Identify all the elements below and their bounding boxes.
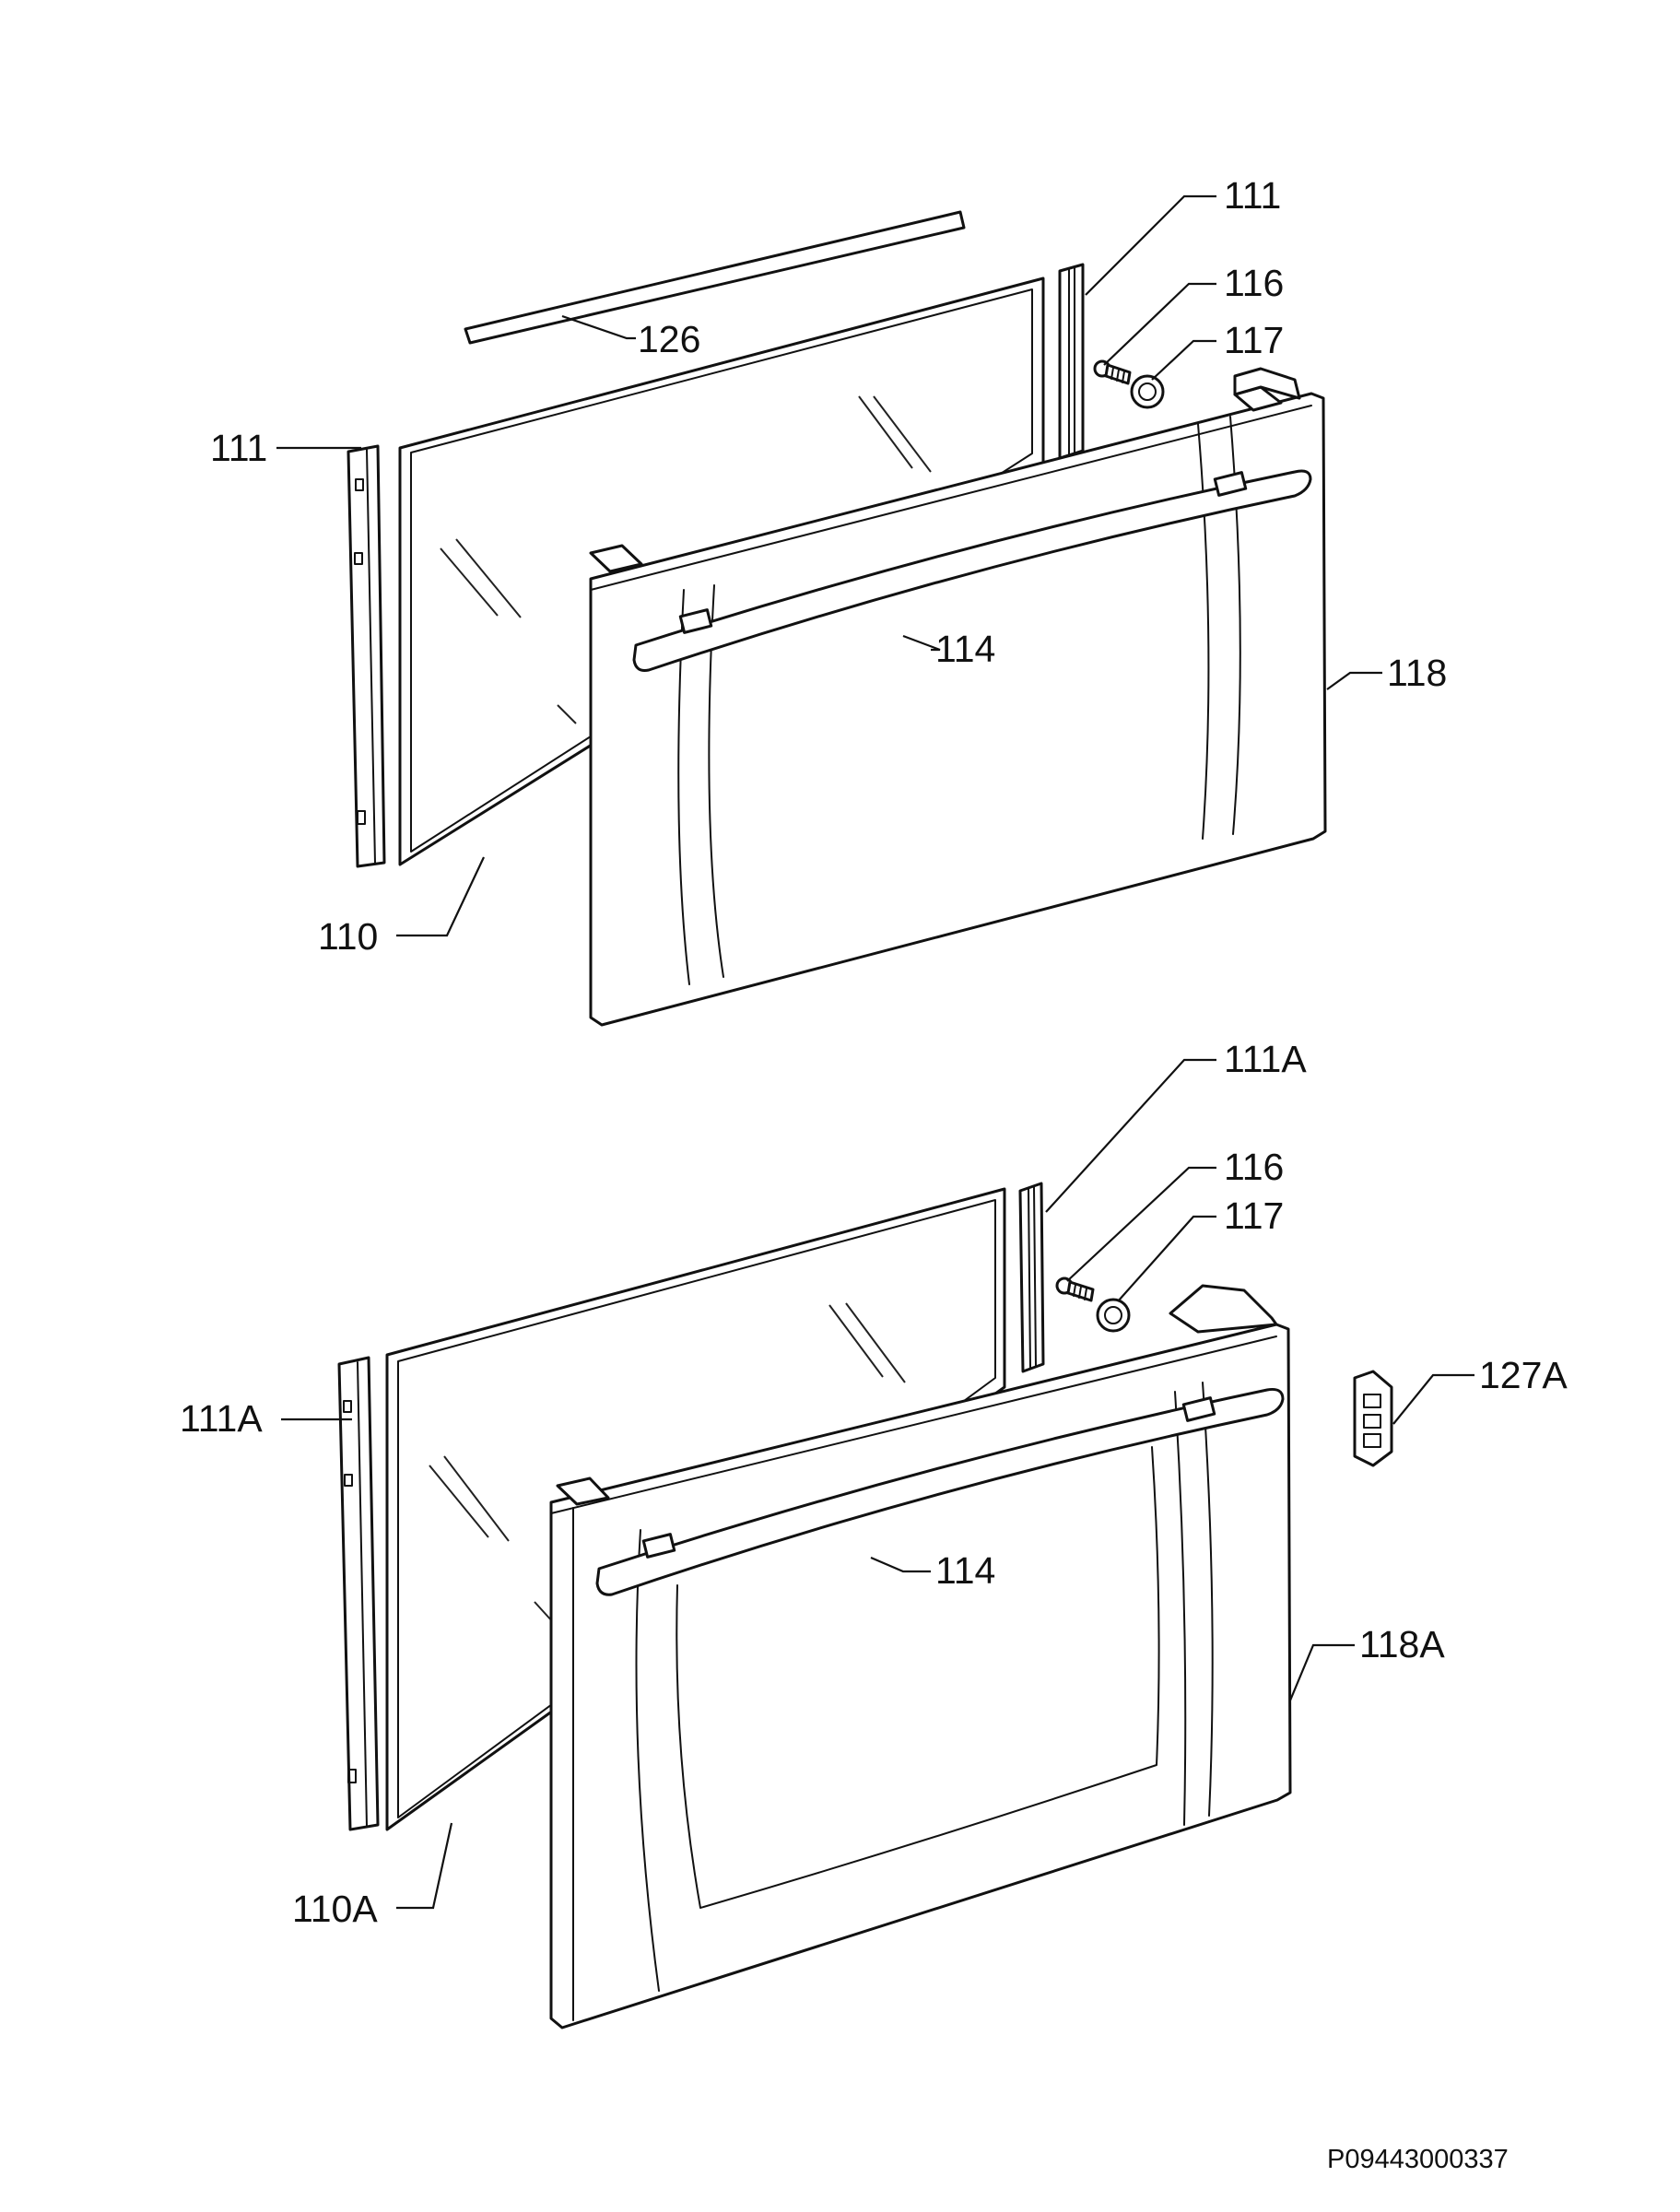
label-116-bottom: 116 (1224, 1146, 1284, 1188)
top-door-118 (589, 367, 1327, 1027)
label-111-top-left: 111 (210, 427, 267, 469)
label-114-top: 114 (935, 628, 995, 670)
label-114-bottom: 114 (935, 1549, 995, 1592)
label-110: 110 (318, 915, 378, 958)
bottom-side-profile-left-111a (337, 1356, 380, 1831)
bottom-door-118a (549, 1284, 1292, 2030)
label-111a-bottom-right: 111A (1224, 1038, 1307, 1080)
bottom-assembly (281, 1058, 1474, 2030)
top-assembly (276, 194, 1382, 1027)
bottom-washer-117 (1096, 1298, 1131, 1333)
top-side-profile-left-111 (347, 444, 386, 868)
top-washer-117 (1130, 374, 1165, 409)
label-118a: 118A (1359, 1623, 1445, 1665)
bottom-screw-116 (1055, 1277, 1095, 1302)
label-118: 118 (1387, 652, 1447, 694)
label-126: 126 (638, 318, 700, 360)
label-117-top: 117 (1224, 319, 1284, 361)
drawing-code: P09443000337 (1327, 2145, 1509, 2174)
top-screw-116 (1093, 359, 1132, 385)
label-111-top-right: 111 (1224, 174, 1281, 217)
label-111a-bottom-left: 111A (180, 1397, 263, 1440)
top-strip-126 (464, 210, 966, 345)
label-110a: 110A (292, 1888, 378, 1930)
bottom-side-profile-right-111a (1018, 1182, 1045, 1373)
label-117-bottom: 117 (1224, 1194, 1284, 1237)
label-127a: 127A (1479, 1354, 1568, 1396)
bottom-latch-127a (1353, 1370, 1393, 1467)
top-side-profile-right-111 (1058, 263, 1085, 460)
label-116-top: 116 (1224, 262, 1284, 304)
